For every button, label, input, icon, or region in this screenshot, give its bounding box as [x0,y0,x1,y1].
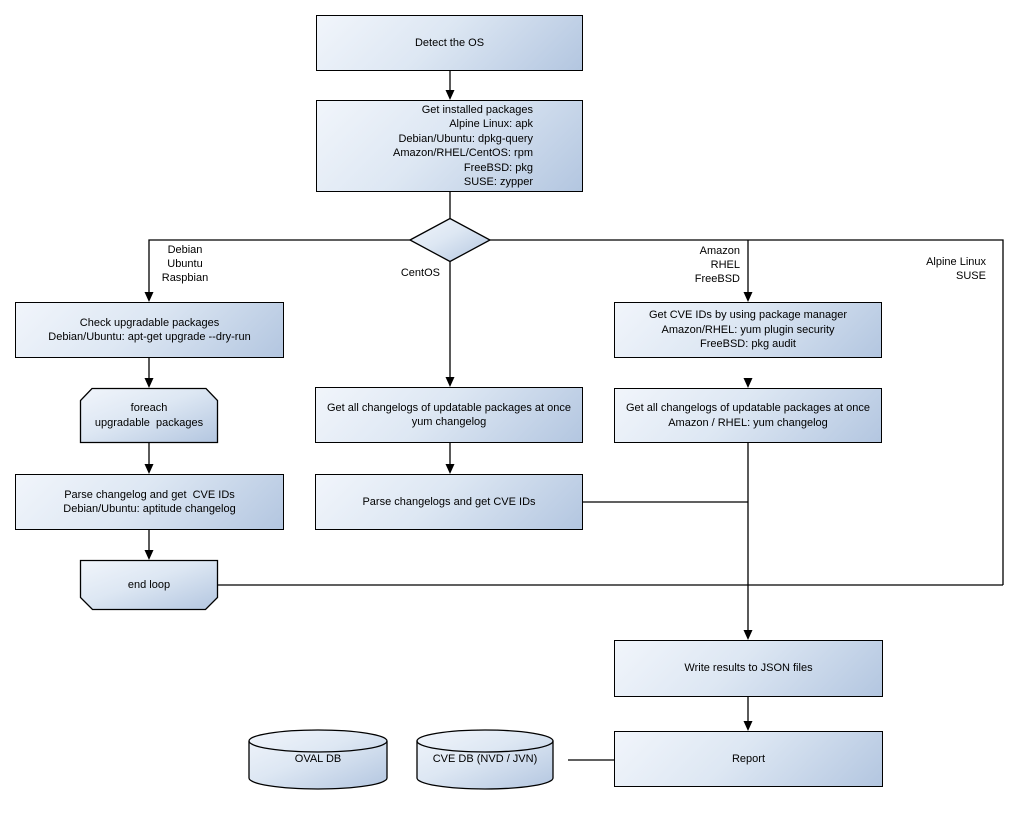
node-line: foreach [130,402,168,414]
oval-db-cylinder-rim [248,740,388,753]
branch-label-line: Raspbian [161,272,209,284]
node-line: yum changelog [411,416,487,428]
node-label: Parse changelogs and get CVE IDs [362,495,536,508]
end-loop-shape [79,559,219,611]
node-label: Detect the OS [414,36,485,49]
arrowhead [445,464,455,474]
node-line: Get installed packages [421,103,533,116]
branch-label-line: RHEL [710,259,740,271]
node-detect-os: Detect the OS [316,15,583,71]
node-line: Check upgradable packages [79,316,220,329]
node-label: Report [731,752,766,765]
branch-label-line: FreeBSD [694,273,740,285]
connector-diamond-to-right-branches [490,239,1004,585]
node-end-loop: end loop [80,560,218,610]
branch-label-debian: Debian Ubuntu Raspbian [150,243,220,285]
arrowhead [743,721,753,731]
node-get-installed-packages: Get installed packages Alpine Linux: apk… [316,100,583,192]
node-label: Write results to JSON files [684,662,813,675]
node-get-cve-ids-package-manager: Get CVE IDs by using package manager Ama… [614,302,882,358]
node-parse-changelogs-yum: Parse changelogs and get CVE IDs [315,474,583,530]
node-foreach-upgradable-packages: foreach upgradable packages [80,388,218,443]
branch-label-line: Alpine Linux [926,256,986,268]
node-get-changelogs-yum: Get all changelogs of updatable packages… [315,387,583,443]
arrowhead [743,378,753,388]
arrowhead [743,292,753,302]
branch-label-amazon-rhel-freebsd: Amazon RHEL FreeBSD [660,244,740,286]
node-line: Get CVE IDs by using package manager [648,309,848,322]
node-write-results-json: Write results to JSON files [614,640,883,697]
node-line: FreeBSD: pkg [463,161,533,174]
branch-label-line: Amazon [699,245,740,257]
foreach-loop-shape [79,387,219,444]
node-label: end loop [127,578,171,591]
node-line: Amazon / RHEL: yum changelog [668,416,828,429]
node-line: Debian/Ubuntu: apt-get upgrade --dry-run [48,331,251,343]
arrowhead [144,378,154,388]
cve-db-cylinder-rim [416,740,554,753]
node-check-upgradable-packages: Check upgradable packages Debian/Ubuntu:… [15,302,284,358]
arrowhead [144,292,154,302]
arrowhead [743,630,753,640]
branch-label-line: Debian [167,244,203,256]
arrowhead [445,377,455,387]
node-line: Debian/Ubuntu: dpkg-query [398,132,533,145]
node-line: Debian/Ubuntu: aptitude changelog [63,503,236,515]
node-line: Get all changelogs of updatable packages… [625,402,870,414]
arrowhead [445,90,455,100]
branch-label-line: Ubuntu [167,258,203,270]
node-line: Alpine Linux: apk [449,118,533,130]
node-line: FreeBSD: pkg audit [700,338,796,351]
cve-db-label: CVE DB (NVD / JVN) [432,753,538,765]
branch-label-line: CentOS [400,267,440,279]
oval-db-cylinder [248,729,388,790]
node-report: Report [614,731,883,787]
node-line: Amazon/RHEL: yum plugin security [661,323,835,336]
cve-db-cylinder [416,729,554,790]
os-decision-diamond [408,217,492,263]
node-line: Get all changelogs of updatable packages… [326,401,571,414]
node-line: SUSE: zypper [463,176,533,188]
branch-label-alpine-suse: Alpine Linux SUSE [886,255,986,283]
node-line: Amazon/RHEL/CentOS: rpm [393,147,533,159]
node-line: upgradable packages [94,416,204,429]
node-line: Parse changelog and get CVE IDs [64,488,235,501]
branch-label-centos: CentOS [380,266,440,280]
arrowhead [144,464,154,474]
arrowhead [144,550,154,560]
node-parse-changelog-debian: Parse changelog and get CVE IDs Debian/U… [15,474,284,530]
connector-diamond-to-debian-branch [148,239,410,293]
oval-db-label: OVAL DB [294,753,342,765]
branch-label-line: SUSE [956,270,986,282]
node-get-changelogs-amazon-rhel: Get all changelogs of updatable packages… [614,388,882,443]
